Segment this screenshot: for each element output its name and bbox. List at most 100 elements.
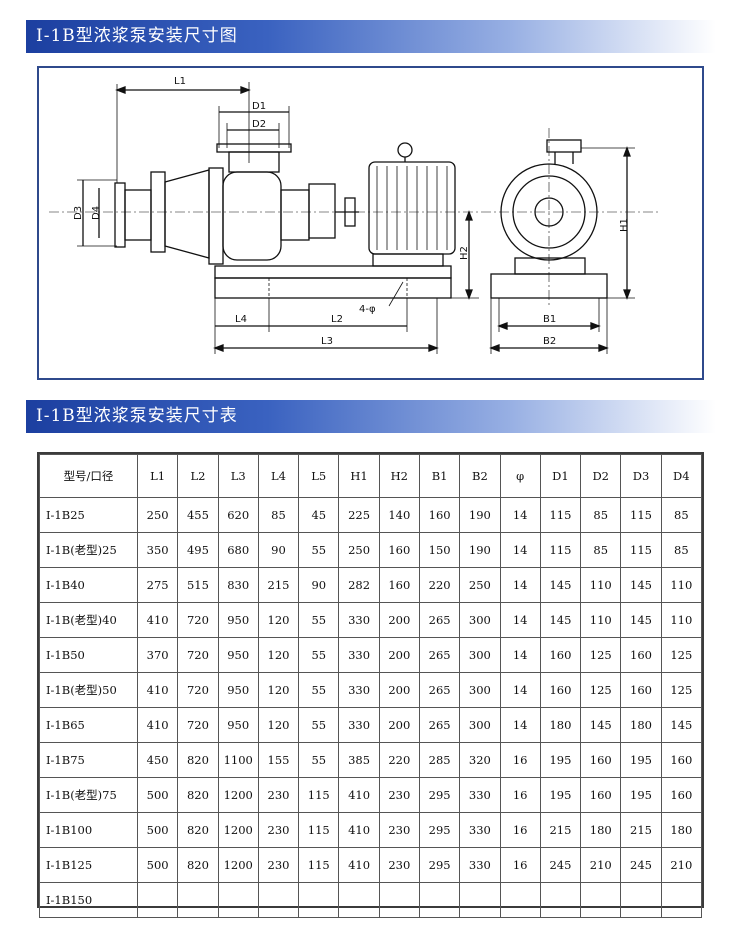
- suction-pipe: [124, 189, 152, 241]
- column-header: φ: [499, 454, 541, 498]
- dimension-cell: 195: [539, 742, 582, 778]
- dimension-cell: 1200: [217, 847, 259, 883]
- base-plate: [214, 277, 452, 299]
- dimension-cell: 245: [539, 847, 582, 883]
- model-cell: I-1B(老型)50: [39, 672, 138, 708]
- motor-feet: [372, 253, 444, 267]
- dimension-cell: 330: [459, 777, 501, 813]
- dimension-cell: 145: [580, 707, 622, 743]
- dimension-cell: 450: [136, 742, 179, 778]
- dimension-cell: 90: [298, 567, 340, 603]
- dimension-cell: 950: [217, 672, 259, 708]
- dimension-cell: 195: [620, 777, 662, 813]
- dimension-cell: 455: [177, 497, 219, 533]
- dimension-cell: 230: [378, 777, 420, 813]
- column-header: L4: [257, 454, 300, 498]
- dimension-cell: 950: [217, 602, 259, 638]
- dimension-cell: 200: [378, 707, 420, 743]
- dimension-cell: [459, 882, 501, 918]
- dimension-cell: 85: [580, 532, 622, 568]
- dimension-cell: 370: [136, 637, 179, 673]
- dimension-cell: 145: [620, 602, 662, 638]
- column-header: D3: [620, 454, 662, 498]
- dimension-cell: 120: [257, 707, 300, 743]
- dimension-cell: 115: [298, 812, 340, 848]
- dimension-cell: 160: [418, 497, 461, 533]
- dimension-cell: 720: [177, 602, 219, 638]
- dimension-cell: 125: [660, 637, 703, 673]
- model-cell: I-1B50: [39, 637, 138, 673]
- dimension-cell: 250: [459, 567, 501, 603]
- discharge-neck: [228, 151, 280, 173]
- column-header: H1: [338, 454, 380, 498]
- dimension-cell: 230: [257, 812, 300, 848]
- dimension-cell: 150: [418, 532, 461, 568]
- model-cell: I-1B65: [39, 707, 138, 743]
- dimension-cell: 720: [177, 672, 219, 708]
- dimension-cell: 330: [459, 847, 501, 883]
- dimension-cell: 1100: [217, 742, 259, 778]
- dimension-cell: 500: [136, 847, 179, 883]
- dimension-cell: 115: [539, 497, 582, 533]
- dimension-cell: 300: [459, 707, 501, 743]
- dimension-cell: 820: [177, 847, 219, 883]
- motor-body: [368, 161, 456, 255]
- dimension-cell: 180: [660, 812, 703, 848]
- dimension-cell: 215: [620, 812, 662, 848]
- model-cell: I-1B75: [39, 742, 138, 778]
- dimension-cell: 14: [499, 567, 541, 603]
- column-header: L5: [298, 454, 340, 498]
- dimension-cell: 125: [660, 672, 703, 708]
- column-header: B1: [418, 454, 461, 498]
- label-l3: L3: [321, 336, 333, 347]
- dimension-cell: 55: [298, 672, 340, 708]
- dimension-cell: 620: [217, 497, 259, 533]
- dimension-cell: [499, 882, 541, 918]
- dimension-cell: 180: [539, 707, 582, 743]
- model-cell: I-1B40: [39, 567, 138, 603]
- label-h1: H1: [619, 218, 630, 232]
- label-l2: L2: [331, 314, 343, 325]
- column-header-model: 型号/口径: [39, 454, 138, 498]
- dimension-cell: 160: [660, 742, 703, 778]
- dimension-cell: 115: [539, 532, 582, 568]
- dimension-cell: 195: [620, 742, 662, 778]
- lifting-eye: [397, 142, 413, 158]
- dimension-cell: 110: [580, 567, 622, 603]
- dimension-cell: 295: [418, 847, 461, 883]
- dimension-cell: 265: [418, 672, 461, 708]
- dimension-cell: [418, 882, 461, 918]
- dimension-cell: 500: [136, 812, 179, 848]
- model-cell: I-1B(老型)75: [39, 777, 138, 813]
- dimension-cell: 950: [217, 707, 259, 743]
- dimension-cell: 125: [580, 672, 622, 708]
- dimension-cell: [539, 882, 582, 918]
- dimension-cell: 410: [136, 672, 179, 708]
- dimension-cell: [378, 882, 420, 918]
- label-d2: D2: [252, 119, 266, 130]
- dimension-cell: 300: [459, 602, 501, 638]
- dimension-cell: 55: [298, 602, 340, 638]
- dimension-cell: 115: [298, 777, 340, 813]
- dimension-cell: 200: [378, 602, 420, 638]
- dimension-cell: 14: [499, 672, 541, 708]
- label-d3: D3: [73, 206, 84, 220]
- dimension-cell: 1200: [217, 777, 259, 813]
- dimension-cell: 215: [539, 812, 582, 848]
- dimension-cell: 55: [298, 532, 340, 568]
- dimension-cell: 720: [177, 707, 219, 743]
- dimension-cell: 190: [459, 532, 501, 568]
- dimension-cell: 160: [580, 742, 622, 778]
- dimension-cell: 830: [217, 567, 259, 603]
- dimension-cell: 820: [177, 812, 219, 848]
- dimension-cell: 210: [660, 847, 703, 883]
- dimension-cell: 720: [177, 637, 219, 673]
- dimension-cell: 200: [378, 637, 420, 673]
- dimension-cell: 410: [338, 777, 380, 813]
- dimension-cell: 330: [459, 812, 501, 848]
- dimension-cell: 14: [499, 497, 541, 533]
- bracket: [308, 183, 336, 239]
